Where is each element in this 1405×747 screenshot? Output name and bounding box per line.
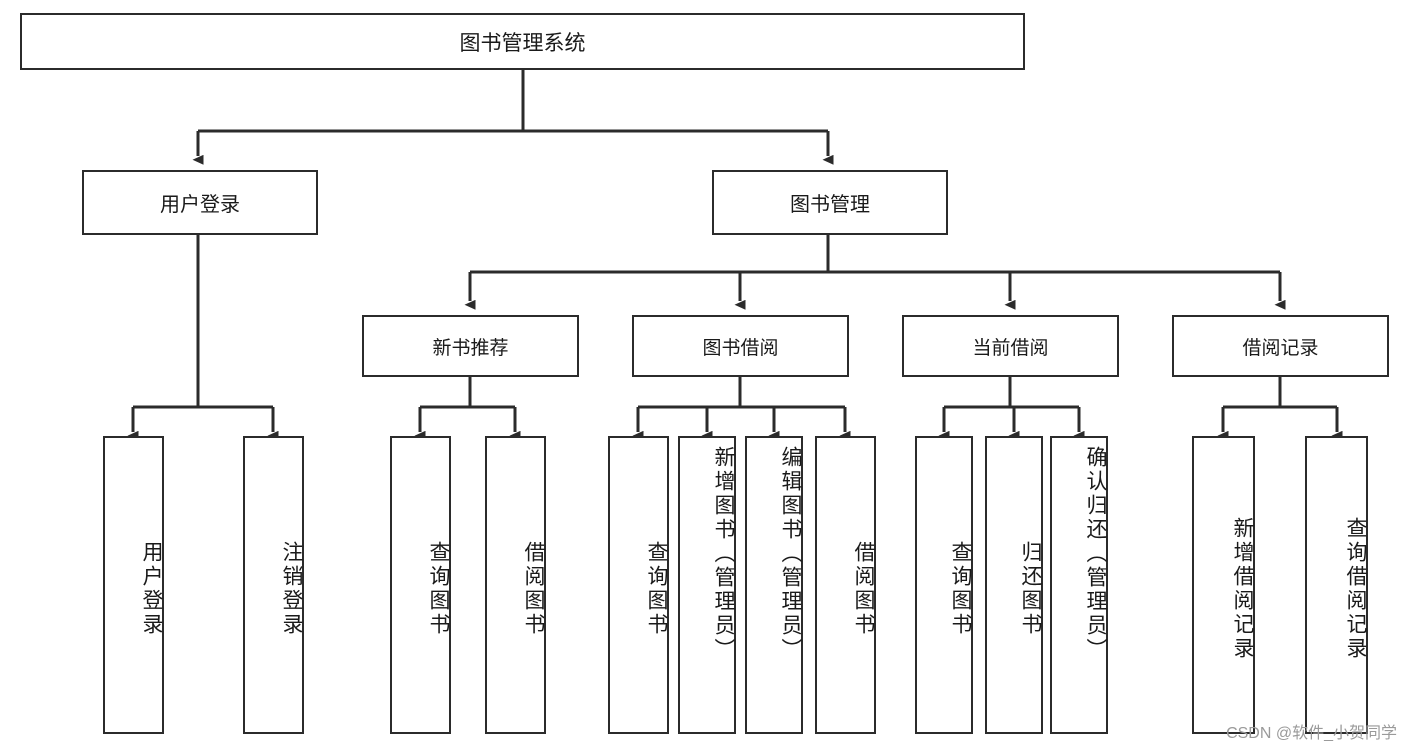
- node-leaf-查询图书[interactable]: 查询图书: [915, 436, 973, 734]
- node-label: 图书借阅: [702, 337, 779, 359]
- node-l2-图书管理[interactable]: 图书管理: [712, 170, 948, 235]
- node-leaf-查询借阅记录[interactable]: 查询借阅记录: [1305, 436, 1368, 734]
- node-leaf-新增借阅记录[interactable]: 新增借阅记录: [1192, 436, 1255, 734]
- node-l2-用户登录[interactable]: 用户登录: [82, 170, 318, 235]
- node-label: 查询图书: [645, 541, 668, 637]
- watermark-credit: CSDN @软件_小贺同学: [1226, 725, 1397, 742]
- node-leaf-用户登录[interactable]: 用户登录: [103, 436, 164, 734]
- node-label: 新书推荐: [432, 337, 509, 359]
- node-leaf-注销登录[interactable]: 注销登录: [243, 436, 304, 734]
- node-label: 借阅记录: [1242, 337, 1319, 359]
- node-label: 借阅图书: [852, 541, 875, 637]
- node-leaf-借阅图书[interactable]: 借阅图书: [485, 436, 546, 734]
- node-label: 查询借阅记录: [1344, 517, 1367, 661]
- node-label: 新增图书（管理员）: [712, 446, 735, 662]
- node-label: 用户登录: [160, 194, 240, 216]
- node-label: 用户登录: [140, 541, 163, 637]
- node-leaf-确认归还管理员[interactable]: 确认归还（管理员）: [1050, 436, 1108, 734]
- node-label: 编辑图书（管理员）: [779, 446, 802, 662]
- node-l3-新书推荐[interactable]: 新书推荐: [362, 315, 579, 377]
- node-leaf-新增图书管理员[interactable]: 新增图书（管理员）: [678, 436, 736, 734]
- node-label: 注销登录: [280, 541, 303, 637]
- node-label: 借阅图书: [522, 541, 545, 637]
- node-label: 新增借阅记录: [1231, 517, 1254, 661]
- node-label: 查询图书: [949, 541, 972, 637]
- node-l3-图书借阅[interactable]: 图书借阅: [632, 315, 849, 377]
- node-leaf-编辑图书管理员[interactable]: 编辑图书（管理员）: [745, 436, 803, 734]
- node-l3-借阅记录[interactable]: 借阅记录: [1172, 315, 1389, 377]
- node-label: 图书管理系统: [459, 31, 586, 55]
- node-label: 图书管理: [790, 194, 870, 216]
- node-label: 确认归还（管理员）: [1084, 446, 1107, 662]
- node-leaf-归还图书[interactable]: 归还图书: [985, 436, 1043, 734]
- node-leaf-查询图书[interactable]: 查询图书: [390, 436, 451, 734]
- node-l3-当前借阅[interactable]: 当前借阅: [902, 315, 1119, 377]
- node-leaf-查询图书[interactable]: 查询图书: [608, 436, 669, 734]
- node-leaf-借阅图书[interactable]: 借阅图书: [815, 436, 876, 734]
- node-root-book-management-system[interactable]: 图书管理系统: [20, 13, 1025, 70]
- node-label: 查询图书: [427, 541, 450, 637]
- node-label: 归还图书: [1019, 541, 1042, 637]
- node-label: 当前借阅: [972, 337, 1049, 359]
